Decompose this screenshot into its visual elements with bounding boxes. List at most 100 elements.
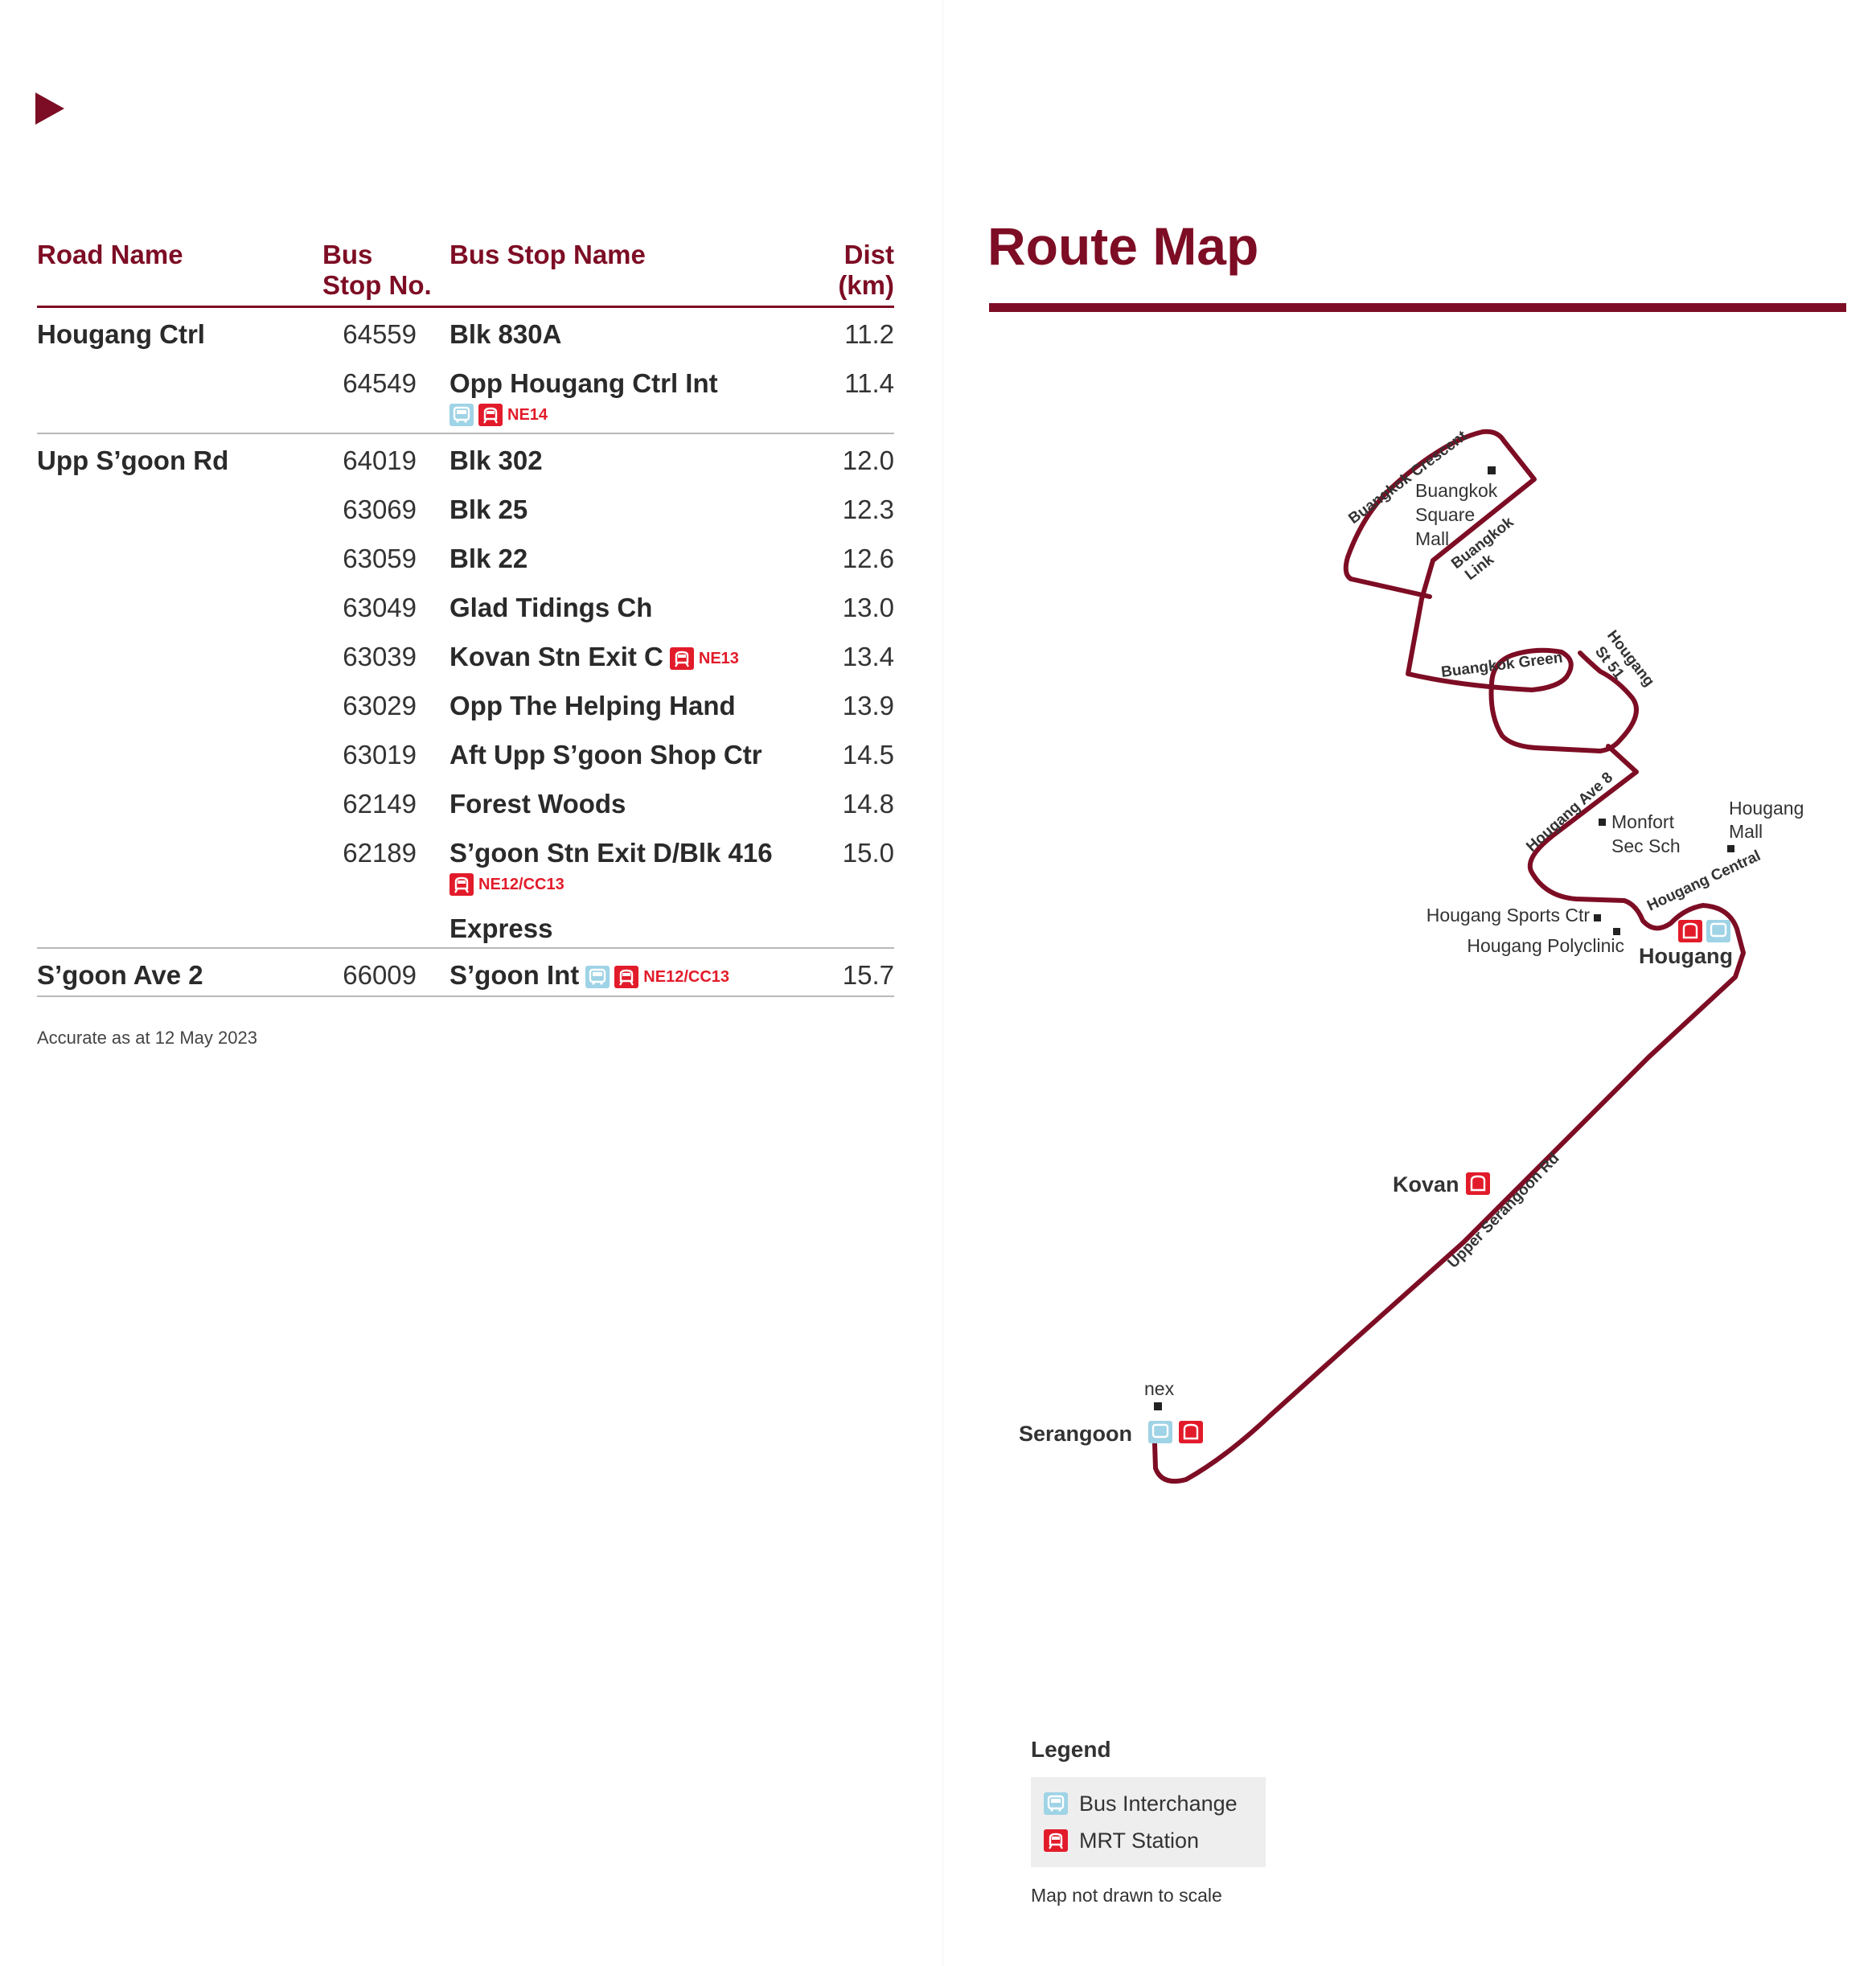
stop-name: Aft Upp S’goon Shop Ctr <box>450 740 762 770</box>
header-dist: Dist (km) <box>838 240 894 300</box>
place-hougang-mall-line2: Mall <box>1729 821 1763 842</box>
mrt-code: NE12/CC13 <box>643 968 730 987</box>
stop-distance: 11.4 <box>844 368 894 398</box>
table-row: 63069 Blk 25 12.3 <box>37 483 894 532</box>
stop-name: Glad Tidings Ch <box>450 593 653 622</box>
route-map-title: Route Map <box>987 216 1259 276</box>
table-row: 64019 Blk 302 12.0 <box>37 434 894 483</box>
express-row: Express <box>37 905 894 950</box>
table-header: Road Name Bus Stop No. Bus Stop Name Dis… <box>37 233 894 308</box>
table-row: 64559 Blk 830A 11.2 <box>37 308 894 357</box>
mrt-station-icon <box>450 873 474 896</box>
stop-number: 63029 <box>343 691 417 720</box>
legend-item-bus-interchange: Bus Interchange <box>1044 1785 1250 1822</box>
stop-number: 66009 <box>343 960 417 990</box>
stop-distance: 12.3 <box>842 495 894 524</box>
mrt-code: NE14 <box>507 405 548 424</box>
place-nex: nex <box>1144 1378 1175 1399</box>
stop-icons: NE12/CC13 <box>585 962 729 992</box>
stop-name-with-icons: S’goon Int NE12/CC13 <box>450 960 729 992</box>
stop-icons: NE13 <box>669 643 739 674</box>
place-buangkok-square-mall-line3: Mall <box>1415 528 1449 549</box>
legend-box: Bus Interchange MRT Station <box>1031 1777 1266 1867</box>
stop-distance: 13.0 <box>842 593 894 622</box>
stop-icons: NE12/CC13 <box>450 873 564 896</box>
stop-name-with-icons: Kovan Stn Exit C NE13 <box>450 642 739 674</box>
page-fold <box>942 0 943 1966</box>
bus-interchange-icon <box>1044 1792 1068 1815</box>
stop-distance: 13.9 <box>842 691 894 720</box>
stop-number: 62189 <box>343 838 417 868</box>
scale-note: Map not drawn to scale <box>1031 1885 1222 1906</box>
play-arrow-icon <box>35 92 64 125</box>
stop-number: 64559 <box>343 319 417 349</box>
nex-marker <box>1154 1402 1162 1410</box>
stop-number: 63069 <box>343 495 417 524</box>
mrt-station-icon <box>669 647 694 671</box>
table-row: 63029 Opp The Helping Hand 13.9 <box>37 679 894 729</box>
stop-name: Kovan Stn Exit C <box>450 642 663 671</box>
table-row: 62149 Forest Woods 14.8 <box>37 778 894 827</box>
bus-route-polyline <box>1349 286 1537 664</box>
bus-stop-table: Road Name Bus Stop No. Bus Stop Name Dis… <box>37 233 894 997</box>
stop-distance: 11.2 <box>844 319 894 349</box>
header-bus-stop-no: Bus Stop No. <box>322 240 432 300</box>
place-buangkok-square-mall-line1: Buangkok <box>1415 480 1498 501</box>
mrt-station-icon <box>614 966 639 989</box>
street-hougang-ave8: Hougang Ave 8 <box>1523 770 1616 856</box>
place-hougang-polyclinic: Hougang Polyclinic <box>1467 935 1624 956</box>
station-serangoon: Serangoon <box>1019 1422 1132 1446</box>
stop-distance: 15.0 <box>842 838 894 868</box>
stop-distance: 14.8 <box>842 789 894 819</box>
place-monfort-line2: Sec Sch <box>1611 835 1681 856</box>
accuracy-footnote: Accurate as at 12 May 2023 <box>37 1028 257 1048</box>
bus-interchange-icon <box>585 966 610 989</box>
road-group-hougang-ctrl: Hougang Ctrl 64559 Blk 830A 11.2 64549 O… <box>37 308 894 433</box>
mrt-station-icon <box>1044 1829 1068 1852</box>
bus-interchange-icon <box>1148 1421 1172 1443</box>
stop-distance: 14.5 <box>842 740 894 770</box>
stop-name: Blk 25 <box>450 495 528 524</box>
stop-name: Forest Woods <box>450 789 626 819</box>
table-row: 63049 Glad Tidings Ch 13.0 <box>37 581 894 630</box>
serangoon-station: Serangoon <box>1019 1421 1203 1446</box>
road-group-sgoon-ave-2: S’goon Ave 2 66009 S’goon Int NE12/CC13 … <box>37 947 894 997</box>
road-group-upp-sgoon-rd: Upp S’goon Rd 64019 Blk 302 12.0 63069 B… <box>37 433 894 947</box>
stop-name: Blk 830A <box>450 319 562 349</box>
stop-number: 63019 <box>343 740 417 770</box>
stop-number: 63049 <box>343 593 417 622</box>
stop-name: Blk 22 <box>450 544 528 573</box>
road-name: Hougang Ctrl <box>37 319 205 349</box>
kovan-station: Kovan <box>1393 1172 1490 1196</box>
hougang-sports-ctr-marker <box>1594 914 1601 921</box>
map-legend: Legend Bus Interchange MRT Station Map n… <box>1031 1737 1266 1906</box>
stop-distance: 15.7 <box>842 960 894 990</box>
stop-name: Opp Hougang Ctrl Int <box>450 368 718 398</box>
stop-name: S’goon Int <box>450 960 580 990</box>
stop-number: 62149 <box>343 789 417 819</box>
stop-number: 64549 <box>343 368 417 398</box>
header-road-name: Road Name <box>37 240 183 269</box>
hougang-station: Hougang <box>1639 920 1733 968</box>
table-row: 66009 S’goon Int NE12/CC13 15.7 <box>37 949 894 998</box>
table-row: 62189 S’goon Stn Exit D/Blk 416 15.0 NE1… <box>37 827 894 905</box>
table-row: 63019 Aft Upp S’goon Shop Ctr 14.5 <box>37 729 894 778</box>
mrt-station-icon <box>478 404 503 426</box>
street-upper-serangoon-rd: Upper Serangoon Rd <box>1444 1150 1562 1271</box>
hougang-polyclinic-marker <box>1613 928 1620 935</box>
legend-item-mrt-station: MRT Station <box>1044 1822 1250 1859</box>
legend-title: Legend <box>1031 1737 1111 1762</box>
place-hougang-mall-line1: Hougang <box>1729 798 1804 819</box>
place-monfort-line1: Monfort <box>1611 811 1675 832</box>
monfort-marker <box>1599 819 1606 826</box>
place-buangkok-square-mall-line2: Square <box>1415 504 1475 525</box>
legend-label: Bus Interchange <box>1079 1791 1238 1816</box>
mrt-code: NE12/CC13 <box>478 875 564 893</box>
stop-name: S’goon Stn Exit D/Blk 416 <box>450 838 773 868</box>
table-row: 63059 Blk 22 12.6 <box>37 532 894 581</box>
stop-number: 64019 <box>343 445 417 475</box>
stop-number: 63059 <box>343 544 417 573</box>
hougang-mall-marker <box>1727 845 1734 852</box>
station-kovan: Kovan <box>1393 1172 1459 1196</box>
